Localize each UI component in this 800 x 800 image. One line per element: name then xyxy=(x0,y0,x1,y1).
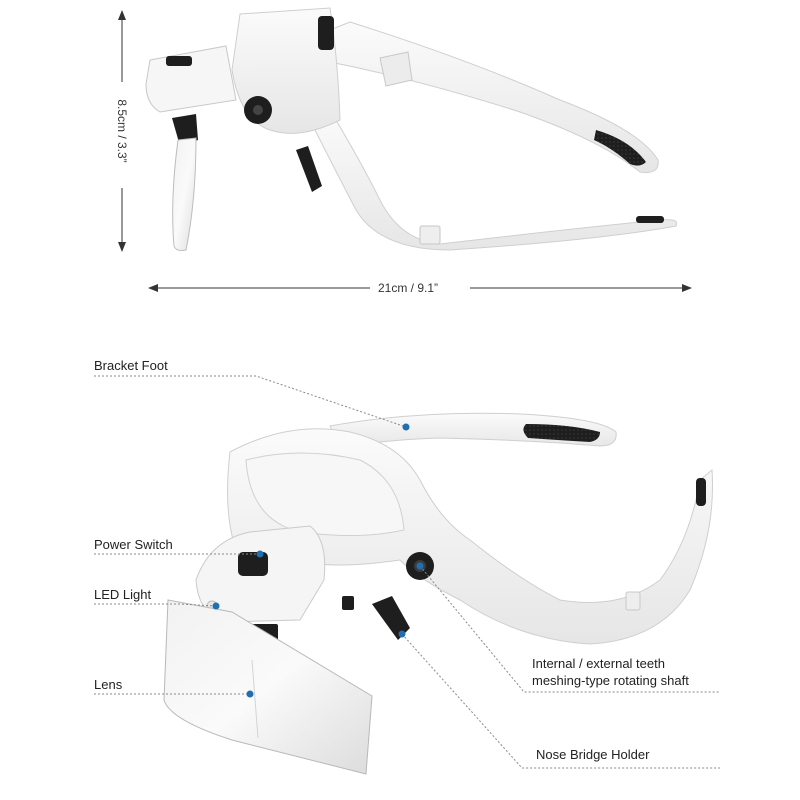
side-top-knob xyxy=(318,16,334,50)
height-arrow-top xyxy=(118,10,126,20)
label-nose-bridge-holder: Nose Bridge Holder xyxy=(536,747,650,762)
side-power-switch xyxy=(166,56,192,66)
nose-bridge-holder xyxy=(372,596,410,640)
leader-led-light xyxy=(94,603,217,607)
dot-power-switch xyxy=(256,550,264,558)
side-band-tip-pad xyxy=(636,216,664,223)
side-temple-arm-upper xyxy=(329,21,659,173)
label-rotating-shaft-line2: meshing-type rotating shaft xyxy=(532,673,689,688)
height-arrow-bottom xyxy=(118,242,126,252)
side-ear-pad xyxy=(594,130,646,166)
leader-bracket-foot xyxy=(94,375,407,428)
side-view-product xyxy=(145,7,678,251)
magnifier-lens xyxy=(163,599,373,775)
top-bracket-arm xyxy=(329,412,617,449)
width-dimension xyxy=(148,280,692,296)
power-switch xyxy=(238,552,268,576)
side-band-clip xyxy=(419,225,441,245)
side-nose-bridge xyxy=(296,146,322,192)
callout-leaders xyxy=(94,375,720,769)
band-end-pad xyxy=(696,478,706,506)
dot-lens xyxy=(246,690,254,698)
dot-led-light xyxy=(212,602,220,610)
lens-edge-highlight xyxy=(251,659,259,739)
dot-nose-bridge xyxy=(398,630,406,638)
label-power-switch: Power Switch xyxy=(94,537,173,552)
width-dimension-label: 21cm / 9.1” xyxy=(378,281,439,295)
visor-window xyxy=(245,452,405,537)
width-arrow-left xyxy=(148,284,158,292)
dot-bracket-foot xyxy=(402,423,410,431)
side-lamp-unit xyxy=(145,45,237,113)
height-dimension-label: 8.5cm / 3.3” xyxy=(115,99,129,163)
label-rotating-shaft-line1: Internal / external teeth xyxy=(532,656,665,671)
bracket-rubber-pad xyxy=(523,424,600,442)
width-arrow-right xyxy=(682,284,692,292)
side-hinge-upper xyxy=(379,51,413,87)
label-bracket-foot: Bracket Foot xyxy=(94,358,168,373)
label-led-light: LED Light xyxy=(94,587,152,602)
side-shaft-center xyxy=(253,105,263,115)
height-dimension xyxy=(114,10,130,252)
dot-rotating-shaft xyxy=(416,562,424,570)
side-lens xyxy=(172,137,197,251)
callout-dots xyxy=(212,423,424,698)
side-lower-band xyxy=(309,109,678,251)
label-lens: Lens xyxy=(94,677,123,692)
nose-bridge-stub xyxy=(342,596,354,610)
band-clip xyxy=(625,591,641,611)
perspective-view-product xyxy=(163,412,713,775)
